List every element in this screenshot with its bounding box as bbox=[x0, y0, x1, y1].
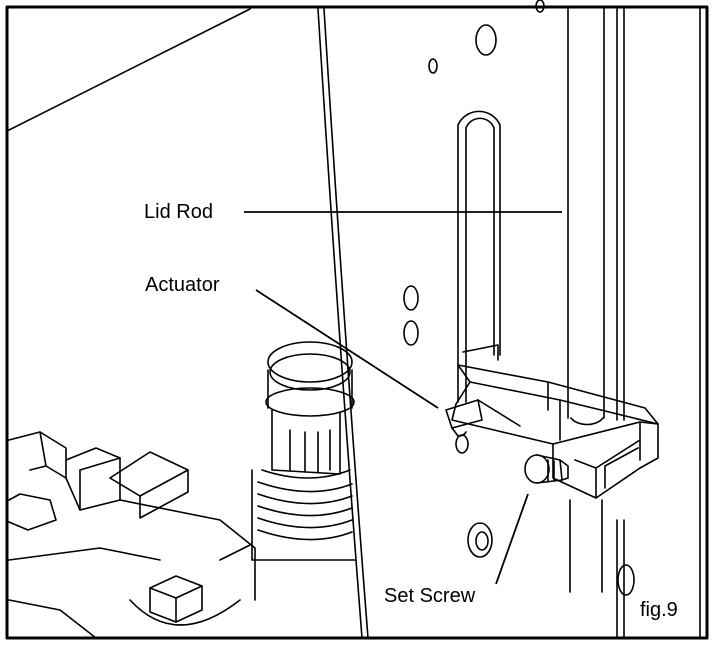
lid-rod bbox=[567, 8, 625, 639]
figure-border bbox=[5, 5, 709, 640]
actuator-tab bbox=[445, 399, 521, 437]
cabinet-edge bbox=[8, 8, 251, 131]
round-component bbox=[251, 341, 356, 561]
set-screw-leader bbox=[495, 493, 529, 585]
plate-slot bbox=[457, 110, 501, 403]
side-panel bbox=[317, 8, 369, 639]
actuator-leader bbox=[255, 289, 439, 409]
plate-holes bbox=[403, 0, 635, 596]
leader-lines bbox=[244, 211, 562, 585]
set-screw bbox=[524, 454, 569, 484]
manifold bbox=[8, 431, 256, 639]
rod-bracket bbox=[451, 344, 659, 499]
figure-number: fig.9 bbox=[640, 598, 678, 622]
label-set-screw: Set Screw bbox=[384, 584, 476, 608]
label-lid-rod: Lid Rod bbox=[144, 200, 213, 224]
label-actuator: Actuator bbox=[145, 273, 220, 297]
